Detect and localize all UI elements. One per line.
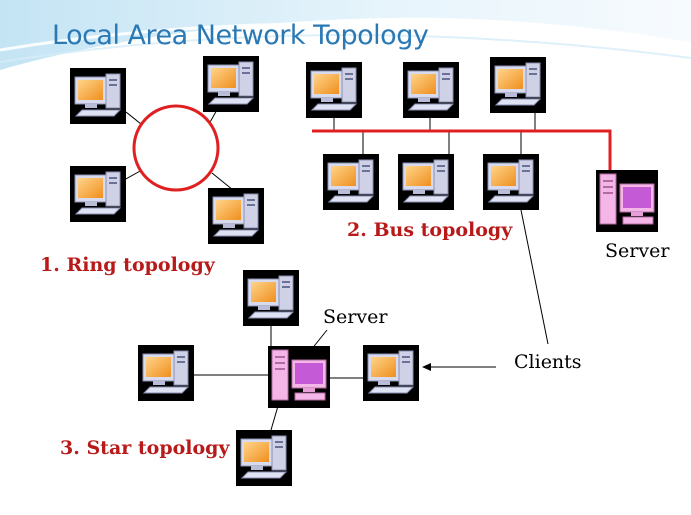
client-computer-icon: [203, 56, 259, 112]
star-topology: [138, 270, 419, 486]
ring-link: [123, 169, 143, 181]
client-computer-icon: [243, 270, 299, 326]
client-computer-icon: [363, 345, 419, 401]
star-topology-label: 3. Star topology: [60, 437, 230, 459]
client-computer-icon: [403, 62, 459, 118]
client-computer-icon: [323, 154, 379, 210]
client-computer-icon: [490, 57, 546, 113]
bus-topology: [306, 57, 658, 232]
client-computer-icon: [236, 430, 292, 486]
title-banner: [0, 0, 691, 70]
clients-annotation: [422, 209, 549, 371]
ring-cable: [132, 104, 220, 192]
client-computer-icon: [483, 154, 539, 210]
star-link: [270, 405, 279, 431]
server-computer-icon: [268, 346, 330, 408]
client-computer-icon: [398, 154, 454, 210]
ring-link: [211, 172, 234, 191]
client-computer-icon: [70, 166, 126, 222]
client-computer-icon: [208, 188, 264, 244]
ring-link: [125, 111, 142, 125]
ring-topology-label: 1. Ring topology: [40, 254, 215, 276]
client-computer-icon: [306, 62, 362, 118]
bus-cable: [312, 129, 612, 172]
clients-pointer-line: [520, 209, 549, 345]
client-computer-icon: [138, 345, 194, 401]
clients-label: Clients: [514, 351, 582, 373]
server-computer-icon: [596, 170, 658, 232]
bus-server-label: Server: [605, 240, 670, 262]
arrowhead-icon: [422, 363, 431, 371]
bus-topology-label: 2. Bus topology: [347, 219, 513, 241]
page-title: Local Area Network Topology: [52, 20, 429, 51]
ring-topology: [70, 56, 264, 244]
client-computer-icon: [70, 68, 126, 124]
star-server-label: Server: [323, 306, 388, 328]
